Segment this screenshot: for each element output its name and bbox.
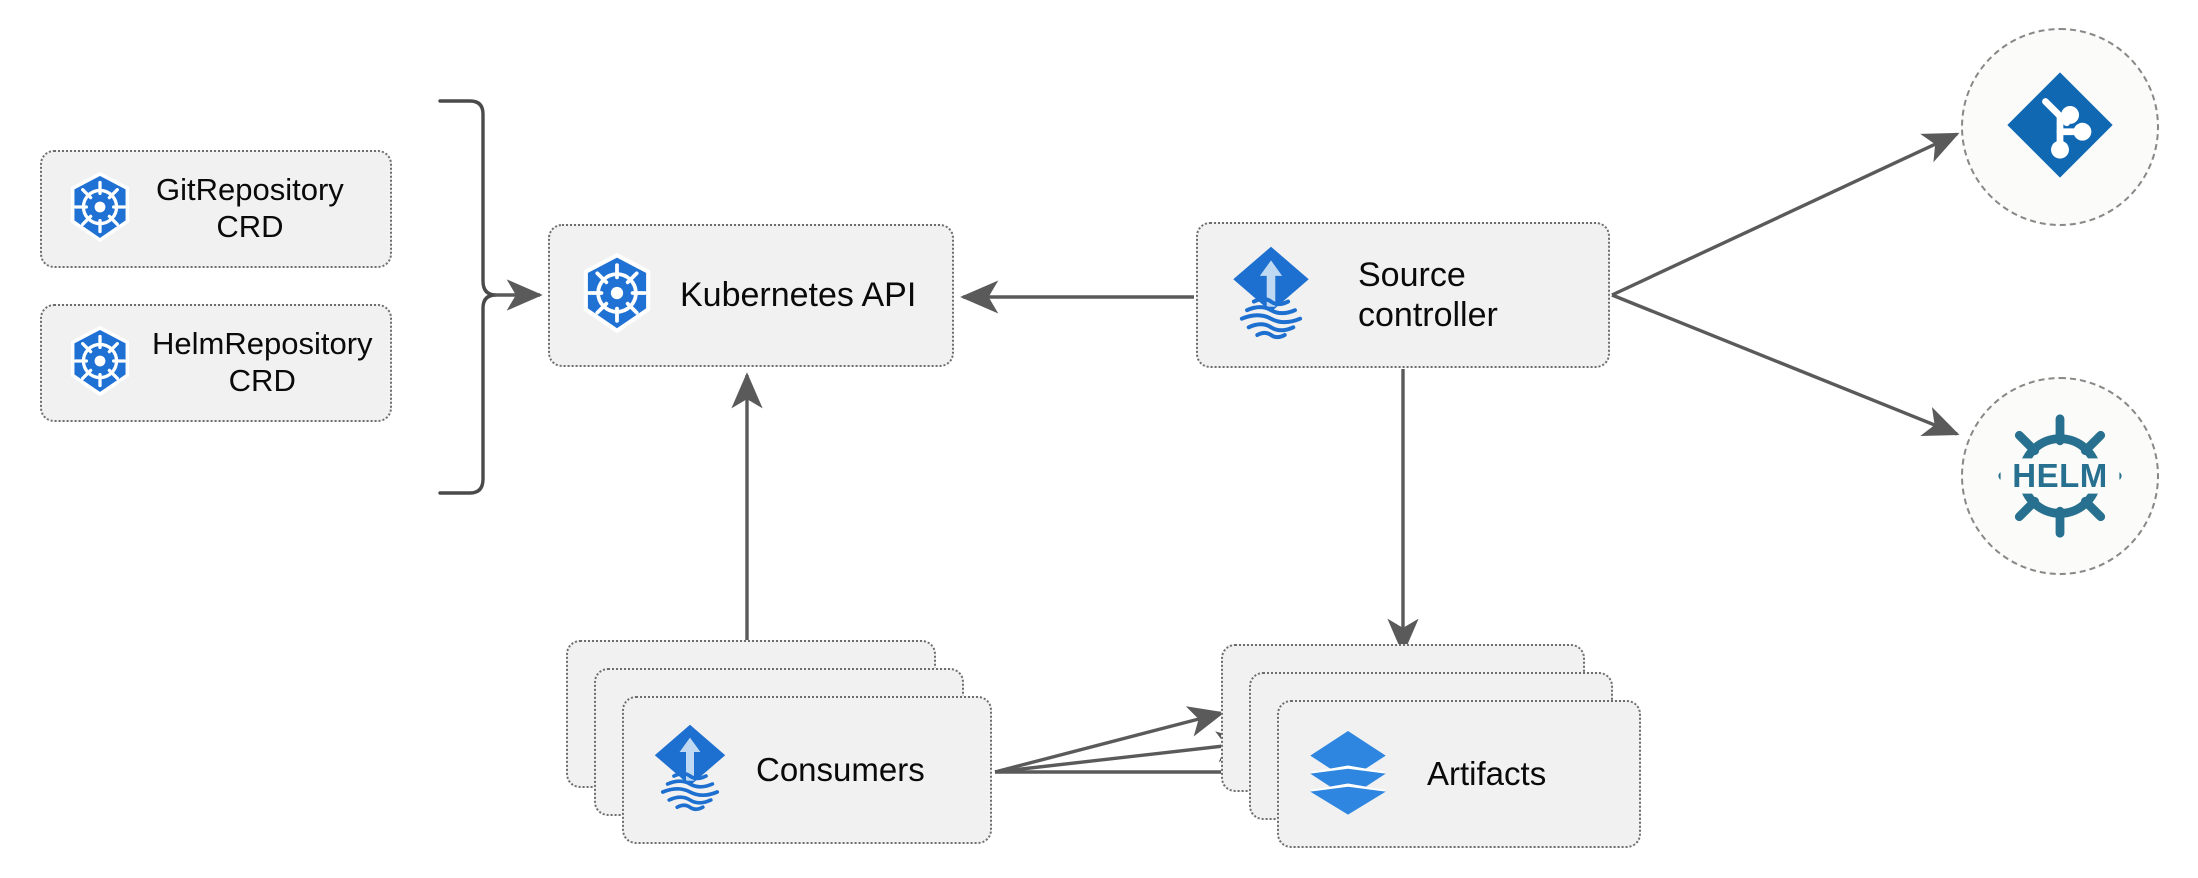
node-label: Kubernetes API — [680, 276, 917, 315]
node-label: Artifacts — [1427, 754, 1547, 792]
node-label: Source controller — [1358, 255, 1498, 334]
node-consumers[interactable]: Consumers — [622, 696, 992, 844]
edge-source-controller-to-git — [1611, 132, 1960, 297]
node-helm-source[interactable]: HELM — [1961, 377, 2159, 575]
node-kubernetes-api[interactable]: Kubernetes API — [548, 224, 954, 367]
edge-consumers-to-artifacts-top — [994, 706, 1225, 774]
kubernetes-icon — [64, 325, 136, 402]
flux-icon — [650, 722, 730, 819]
node-label: GitRepository CRD — [156, 172, 344, 244]
edge-source-controller-to-helm — [1611, 293, 1960, 437]
crd-group-brace — [438, 99, 497, 495]
flux-icon — [1228, 245, 1314, 346]
node-git-repository-crd[interactable]: GitRepository CRD — [40, 150, 392, 268]
node-helm-repository-crd[interactable]: HelmRepository CRD — [40, 304, 392, 422]
helm-wheel-icon: HELM — [1994, 410, 2126, 542]
node-label: Consumers — [756, 750, 925, 788]
edge-consumers-to-artifacts-middle — [994, 731, 1253, 774]
artifacts-layers-icon — [1307, 729, 1389, 820]
kubernetes-icon — [576, 252, 658, 339]
kubernetes-icon — [64, 171, 136, 248]
node-artifacts[interactable]: Artifacts — [1277, 700, 1641, 848]
git-icon — [2004, 69, 2116, 186]
helm-wordmark: HELM — [2012, 457, 2108, 494]
node-label: HelmRepository CRD — [152, 326, 373, 398]
node-git-source[interactable] — [1961, 28, 2159, 226]
node-source-controller[interactable]: Source controller — [1196, 222, 1610, 368]
